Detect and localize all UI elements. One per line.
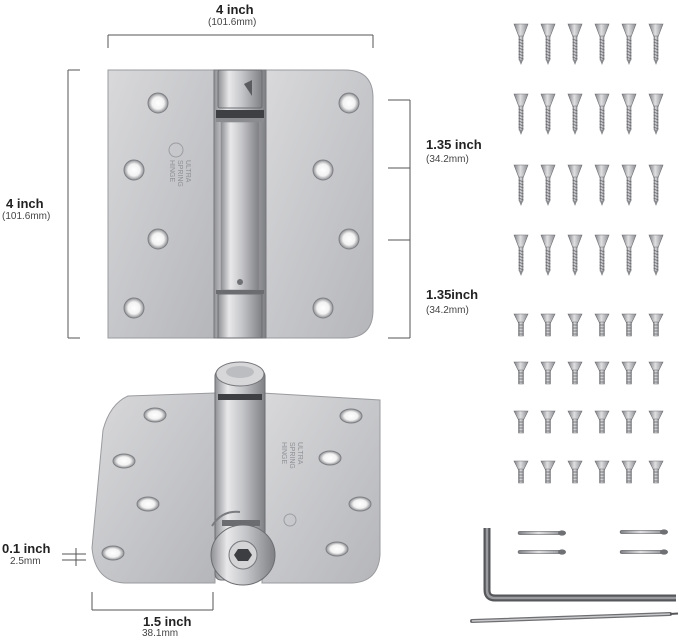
svg-text:ULTRA: ULTRA: [184, 160, 191, 183]
machine-screw: [540, 313, 556, 337]
spring-pin: [517, 548, 567, 556]
machine-screw: [540, 460, 556, 484]
svg-text:HINGE: HINGE: [168, 160, 175, 183]
svg-text:SPRING: SPRING: [176, 160, 183, 187]
wood-screw: [648, 93, 664, 136]
wood-screw: [594, 164, 610, 207]
left-height-label: 4 inch: [6, 196, 44, 211]
machine-screw: [594, 313, 610, 337]
spring-pin: [619, 528, 669, 536]
spring-pins: [517, 528, 669, 556]
wood-screw: [567, 234, 583, 277]
machine-screw: [621, 361, 637, 385]
upper-spacing-mm-label: (34.2mm): [426, 154, 469, 165]
lower-spacing-mm-label: (34.2mm): [426, 305, 469, 316]
wood-screw: [621, 164, 637, 207]
wood-screw: [594, 234, 610, 277]
machine-screw: [594, 460, 610, 484]
wood-screw-group: [513, 23, 664, 277]
machine-screw: [540, 410, 556, 434]
thickness-label: 0.1 inch: [2, 541, 51, 556]
left-height-mm-label: (101.6mm): [2, 211, 51, 222]
wood-screw: [513, 23, 529, 66]
wood-screw: [648, 234, 664, 277]
svg-text:ULTRA: ULTRA: [296, 442, 303, 465]
wood-screw: [540, 164, 556, 207]
wood-screw: [540, 234, 556, 277]
machine-screw: [621, 460, 637, 484]
dimension-lines: [62, 34, 411, 611]
machine-screw: [621, 410, 637, 434]
machine-screw: [648, 460, 664, 484]
machine-screw: [513, 361, 529, 385]
machine-screw: [513, 460, 529, 484]
lower-spacing-label: 1.35inch: [426, 287, 479, 302]
machine-screw: [648, 410, 664, 434]
wood-screw: [567, 93, 583, 136]
machine-screw: [594, 410, 610, 434]
machine-screw: [621, 313, 637, 337]
wood-screw: [594, 23, 610, 66]
adjust-pin-icon: [470, 612, 679, 623]
wood-screw: [513, 93, 529, 136]
knuckle-offset-label: 1.5 inch: [143, 614, 192, 629]
thickness-mm-label: 2.5mm: [10, 556, 41, 567]
svg-text:HINGE: HINGE: [280, 442, 287, 465]
machine-screw: [513, 313, 529, 337]
wood-screw: [567, 164, 583, 207]
machine-screw: [648, 313, 664, 337]
svg-text:SPRING: SPRING: [288, 442, 295, 469]
machine-screw-group: [513, 313, 664, 484]
top-width-mm-label: (101.6mm): [208, 17, 257, 28]
machine-screw: [648, 361, 664, 385]
wood-screw: [621, 234, 637, 277]
machine-screw: [567, 410, 583, 434]
hex-key-icon: [483, 528, 676, 602]
machine-screw: [567, 361, 583, 385]
machine-screw: [513, 410, 529, 434]
machine-screw: [540, 361, 556, 385]
machine-screw: [567, 460, 583, 484]
wood-screw: [621, 23, 637, 66]
wood-screw: [594, 93, 610, 136]
wood-screw: [648, 164, 664, 207]
wood-screw: [567, 23, 583, 66]
knuckle-offset-mm-label: 38.1mm: [142, 628, 179, 639]
wood-screw: [621, 93, 637, 136]
wood-screw: [513, 164, 529, 207]
top-width-label: 4 inch: [216, 2, 254, 17]
wood-screw: [513, 234, 529, 277]
spring-pin: [619, 548, 669, 556]
spring-pin: [517, 529, 567, 537]
upper-spacing-label: 1.35 inch: [426, 137, 482, 152]
wood-screw: [540, 23, 556, 66]
wood-screw: [540, 93, 556, 136]
machine-screw: [567, 313, 583, 337]
machine-screw: [594, 361, 610, 385]
wood-screw: [648, 23, 664, 66]
